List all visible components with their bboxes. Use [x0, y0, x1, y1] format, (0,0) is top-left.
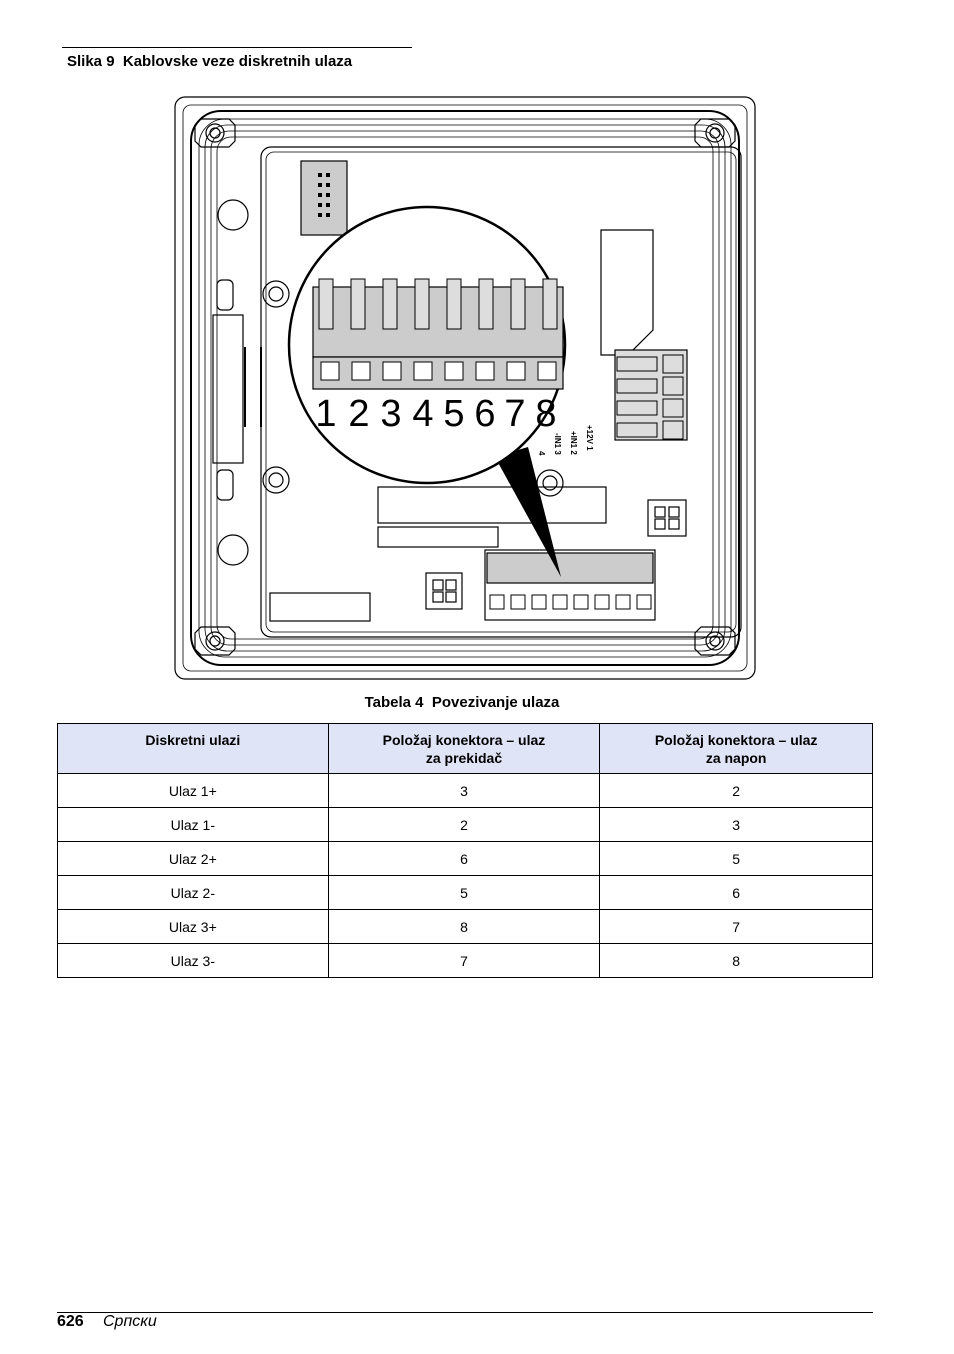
- pin-number-4: 4: [412, 393, 433, 435]
- pin-number-7: 7: [504, 393, 525, 435]
- board-label-12v: +12V 1: [585, 425, 594, 451]
- cell-input: Ulaz 2+: [57, 841, 329, 876]
- corner-screw-bl: [194, 626, 236, 656]
- table-caption: Tabela 4 Povezivanje ulaza: [364, 694, 560, 711]
- board-label-in1-minus: -IN1 3: [553, 433, 562, 455]
- corner-screw-tl: [194, 118, 236, 148]
- cell-switch: 2: [327, 807, 601, 842]
- board-label-in1-plus: +IN1 2: [569, 431, 578, 455]
- pin-number-2: 2: [348, 393, 369, 435]
- cell-input: Ulaz 1-: [57, 807, 329, 842]
- input-connection-table: Diskretni ulazi Položaj konektora – ulaz…: [57, 723, 873, 978]
- cell-switch: 6: [327, 841, 601, 876]
- pin-number-1: 1: [315, 393, 336, 435]
- magnifier-pointer: [495, 447, 561, 577]
- cell-voltage: 5: [599, 841, 873, 876]
- cell-switch: 3: [327, 773, 601, 808]
- header-discrete-inputs: Diskretni ulazi: [57, 723, 329, 774]
- table-header-row: Diskretni ulazi Položaj konektora – ulaz…: [57, 723, 873, 774]
- cell-voltage: 8: [599, 943, 873, 978]
- cell-voltage: 6: [599, 875, 873, 910]
- cell-input: Ulaz 1+: [57, 773, 329, 808]
- cell-switch: 8: [327, 909, 601, 944]
- enclosure-outer: [174, 96, 756, 680]
- pin-number-8: 8: [535, 393, 556, 435]
- corner-screw-tr: [694, 118, 736, 148]
- footer-rule: [57, 1312, 873, 1313]
- cell-input: Ulaz 3+: [57, 909, 329, 944]
- cell-voltage: 2: [599, 773, 873, 808]
- figure-caption: Slika 9 Kablovske veze diskretnih ulaza: [67, 53, 353, 70]
- board-label-4: 4: [537, 451, 546, 456]
- pin-number-5: 5: [443, 393, 464, 435]
- cell-input: Ulaz 3-: [57, 943, 329, 978]
- wiring-diagram: 1 2 3 4 5 6 7 8 +12V 1 +IN1 2 -IN1 3 4: [174, 96, 756, 680]
- cell-switch: 5: [327, 875, 601, 910]
- page-number: 626: [57, 1313, 84, 1330]
- pin-number-3: 3: [380, 393, 401, 435]
- figure-caption-rule: [62, 47, 412, 48]
- cell-voltage: 7: [599, 909, 873, 944]
- page-language: Српски: [103, 1313, 157, 1330]
- cell-switch: 7: [327, 943, 601, 978]
- cell-voltage: 3: [599, 807, 873, 842]
- pin-number-6: 6: [474, 393, 495, 435]
- cell-input: Ulaz 2-: [57, 875, 329, 910]
- zoomed-terminal-block: [312, 278, 564, 390]
